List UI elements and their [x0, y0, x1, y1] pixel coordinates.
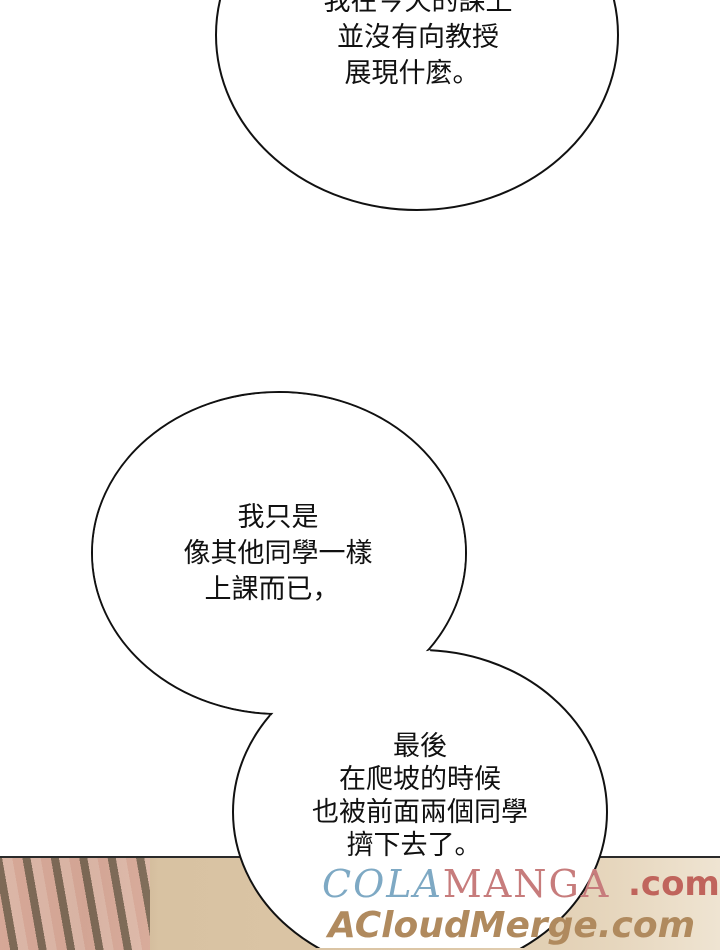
dialogue-line: 像其他同學一樣 — [183, 538, 373, 569]
dialogue-line: 在爬坡的時候 — [339, 764, 501, 795]
dialogue-line: 上課而已， — [204, 574, 340, 605]
dialogue-line: 展現什麼。 — [344, 58, 480, 89]
dialogue-line: 我只是 — [237, 502, 319, 533]
watermark-acloudmerge: ACloudMerge.com — [328, 905, 696, 946]
watermark-com: .com — [628, 864, 720, 904]
dialogue-line: 擠下去了。 — [346, 830, 482, 861]
dialogue-line: 並沒有向教授 — [337, 22, 499, 53]
character-hair — [0, 858, 150, 950]
dialogue-line: 我在今天的課上 — [323, 0, 513, 17]
dialogue-line: 也被前面兩個同學 — [312, 797, 528, 828]
speech-bubble-1 — [215, 0, 619, 211]
dialogue-line: 最後 — [393, 731, 447, 762]
watermark-colamanga: COLAMANGA — [322, 862, 611, 906]
